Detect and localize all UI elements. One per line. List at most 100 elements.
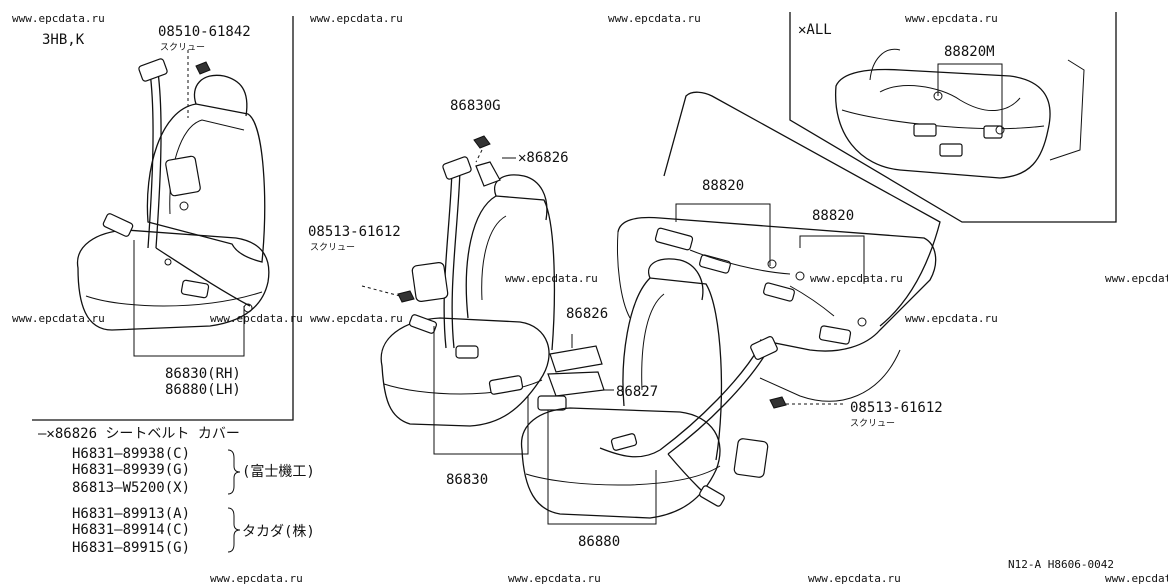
variant-label: 3HB,K xyxy=(42,32,85,48)
rear-belt-part-number: 88820M xyxy=(944,44,995,60)
part-86830g-label: 86830G xyxy=(450,98,501,114)
part-86830g-leader xyxy=(475,149,483,163)
all-marker: ✕ALL xyxy=(798,22,832,38)
watermark: www.epcdata.ru xyxy=(905,312,998,325)
legend-maker: タカダ(株) xyxy=(242,524,315,540)
rear-part-leader xyxy=(937,63,1003,126)
left-retractor xyxy=(165,155,201,197)
main-drawing: 86830G ✕86826 08513-61612 スクリュー 88820 88… xyxy=(308,91,943,550)
rear-seat-shape xyxy=(869,48,901,81)
left-seat-cushion xyxy=(76,229,270,331)
front-right-belt-edge xyxy=(667,349,769,455)
rear-seat-cushion xyxy=(835,68,1051,179)
watermark: www.epcdata.ru xyxy=(310,312,403,325)
part-88820b-label: 88820 xyxy=(812,208,854,224)
left-buckle-tongue xyxy=(180,279,210,299)
front-right-anchor xyxy=(750,336,778,360)
legend-part: H6831—89939(G) xyxy=(72,462,190,478)
left-seat-back-seam xyxy=(169,119,245,215)
rear-bench-anchor xyxy=(857,317,867,327)
right-inset: ✕ALL 88820M xyxy=(789,12,1117,223)
watermark: www.epcdata.ru xyxy=(508,572,601,584)
watermark: www.epcdata.ru xyxy=(310,12,403,25)
rear-bench-side xyxy=(617,231,631,319)
screw-right-caption: スクリュー xyxy=(850,418,895,429)
left-anchor-bolt xyxy=(164,258,172,266)
part-86880-leader xyxy=(547,410,657,525)
rear-belt-anchor xyxy=(983,125,1003,139)
watermark: www.epcdata.ru xyxy=(905,12,998,25)
right-inset-frame xyxy=(789,12,1117,223)
watermark: www.epcdata.ru xyxy=(1105,572,1168,584)
part-86826-label: 86826 xyxy=(566,306,608,322)
watermark: www.epcdata.ru xyxy=(210,312,303,325)
screw-right-part-number: 08513-61612 xyxy=(850,400,943,416)
legend-part: H6831—89913(A) xyxy=(72,506,190,522)
front-left-back-seam xyxy=(481,215,507,301)
rear-seat-cushion-seam xyxy=(841,109,1045,130)
rear-bench-floor xyxy=(759,349,901,402)
front-right-retractor xyxy=(733,438,769,478)
left-headrest xyxy=(193,74,248,117)
front-right-back xyxy=(622,277,723,461)
front-left-belt-edge xyxy=(451,169,461,349)
front-left-cushion-seam xyxy=(383,379,543,395)
watermark: www.epcdata.ru xyxy=(505,272,598,285)
part-88820a-leader xyxy=(675,203,771,266)
front-left-belt-webbing xyxy=(443,169,453,349)
front-right-lap-belt xyxy=(599,447,661,458)
rear-belt-curve xyxy=(879,85,1021,112)
legend-brace xyxy=(227,507,241,553)
belt-cover-86826-marked xyxy=(475,161,501,187)
legend-brace xyxy=(227,449,241,495)
rear-bench-belt-strap xyxy=(689,249,791,275)
watermark: www.epcdata.ru xyxy=(12,312,105,325)
watermark: www.epcdata.ru xyxy=(608,12,701,25)
front-left-retractor xyxy=(411,261,449,303)
screw-left-caption: スクリュー xyxy=(310,242,355,253)
left-belt-leader xyxy=(133,240,245,357)
front-right-back-seam xyxy=(641,293,665,391)
part-88820a-label: 88820 xyxy=(702,178,744,194)
front-left-back xyxy=(465,195,556,351)
rear-bench-buckle-2 xyxy=(699,254,731,274)
watermark: www.epcdata.ru xyxy=(210,572,303,584)
center-buckle xyxy=(537,395,567,411)
rear-seat-back-edge xyxy=(1049,59,1085,161)
left-anchor-bracket xyxy=(138,58,168,82)
left-inset: 3HB,K 08510-61842 スクリュー 86830(RH) 86880(… xyxy=(32,16,294,421)
legend-part: H6831—89915(G) xyxy=(72,540,190,556)
front-left-lower-anchor xyxy=(408,314,438,334)
front-right-buckle xyxy=(610,433,638,451)
front-right-cushion xyxy=(520,407,721,519)
front-right-cushion-seam xyxy=(525,465,721,486)
belt-rh-part: 86830(RH) xyxy=(165,366,241,382)
right-screw-08513 xyxy=(769,396,787,409)
rear-anchor-bolt xyxy=(995,125,1005,135)
left-screw-leader xyxy=(361,285,401,297)
screw-caption: スクリュー xyxy=(160,42,205,53)
rear-belt-buckle xyxy=(913,123,937,137)
legend-maker: (富士機工) xyxy=(242,463,315,480)
legend-part: H6831—89914(C) xyxy=(72,522,190,538)
rear-bench-anchor xyxy=(795,271,805,281)
watermark: www.epcdata.ru xyxy=(12,12,105,25)
watermark-layer: www.epcdata.ru www.epcdata.ru www.epcdat… xyxy=(12,12,1168,584)
rear-bench-buckle-4 xyxy=(818,325,852,345)
diagram-code: N12-A H8606-0042 xyxy=(1008,558,1114,571)
front-left-lap-anchor xyxy=(455,345,479,359)
left-belt-webbing xyxy=(147,71,154,249)
belt-cover-86826 xyxy=(549,345,603,373)
rear-bench-back xyxy=(663,91,941,327)
front-left-buckle xyxy=(488,375,524,395)
left-buckle-floor xyxy=(102,213,134,237)
rear-bench-buckle-1 xyxy=(654,227,694,251)
screw-left-part-number: 08513-61612 xyxy=(308,224,401,240)
part-88820b-leader xyxy=(799,235,865,284)
rear-bench-cushion xyxy=(617,216,937,352)
left-retractor-bolt xyxy=(179,201,189,211)
part-86830g-bolt xyxy=(473,135,491,149)
part-86826-marked-label: ✕86826 xyxy=(518,150,569,166)
rear-belt-tongue xyxy=(939,143,963,157)
